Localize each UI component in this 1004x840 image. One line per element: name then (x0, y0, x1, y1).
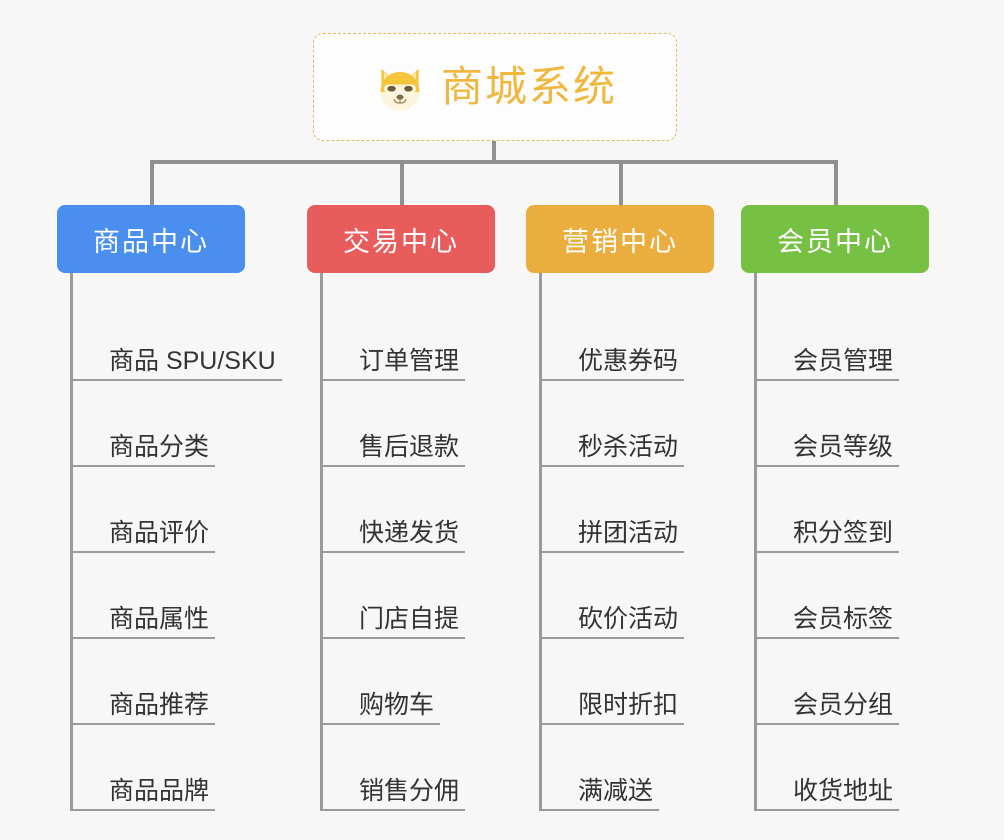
leaf-label: 秒杀活动 (578, 432, 679, 461)
leaf-label: 会员分组 (793, 690, 894, 719)
branch-member-center: 会员中心 会员管理 会员等级 积分签到 会员标签 会员分组 (741, 205, 929, 811)
leaf-label: 收货地址 (793, 776, 894, 805)
category-label: 营销中心 (562, 226, 678, 257)
list-item[interactable]: 售后退款 (323, 381, 495, 467)
branch-product-center: 商品中心 商品 SPU/SKU 商品分类 商品评价 商品属性 商品推荐 (57, 205, 282, 811)
leaf-label: 砍价活动 (578, 604, 679, 633)
list-item[interactable]: 商品品牌 (73, 725, 282, 811)
leaf-underline (542, 551, 684, 553)
leaf-underline (323, 637, 465, 639)
connector-root-stem (492, 141, 496, 164)
shiba-dog-emoji (373, 60, 427, 114)
connector-horizontal-bus (150, 160, 838, 164)
category-label: 商品中心 (93, 226, 209, 257)
branch-trade-center: 交易中心 订单管理 售后退款 快递发货 门店自提 购物车 (307, 205, 495, 811)
connector-drop-member-center (834, 160, 838, 205)
leaf-underline (757, 637, 899, 639)
leaf-underline (73, 379, 282, 381)
leaf-label: 商品 SPU/SKU (109, 346, 276, 375)
list-item[interactable]: 秒杀活动 (542, 381, 714, 467)
category-label: 会员中心 (777, 226, 893, 257)
leaf-underline (73, 809, 215, 811)
leaf-label: 商品评价 (109, 518, 210, 547)
leaf-underline (542, 379, 684, 381)
list-item[interactable]: 会员等级 (757, 381, 929, 467)
connector-drop-product-center (150, 160, 154, 205)
leaf-label: 优惠券码 (578, 346, 679, 375)
leaf-underline (542, 723, 684, 725)
leaf-label: 会员管理 (793, 346, 894, 375)
leaf-label: 商品品牌 (109, 776, 210, 805)
leaf-label: 购物车 (359, 690, 435, 719)
root-title: 商城系统 (440, 63, 617, 110)
list-item[interactable]: 购物车 (323, 639, 495, 725)
list-item[interactable]: 商品属性 (73, 553, 282, 639)
leaf-underline (73, 465, 215, 467)
leaf-label: 门店自提 (359, 604, 460, 633)
list-item[interactable]: 商品 SPU/SKU (73, 295, 282, 381)
list-item[interactable]: 积分签到 (757, 467, 929, 553)
list-item[interactable]: 限时折扣 (542, 639, 714, 725)
leaf-underline (323, 809, 465, 811)
leaf-label: 会员标签 (793, 604, 894, 633)
leaf-underline (73, 637, 215, 639)
list-item[interactable]: 优惠券码 (542, 295, 714, 381)
leaf-label: 销售分佣 (359, 776, 460, 805)
category-header-member-center[interactable]: 会员中心 (741, 205, 929, 273)
list-item[interactable]: 会员管理 (757, 295, 929, 381)
list-item[interactable]: 商品分类 (73, 381, 282, 467)
list-item[interactable]: 销售分佣 (323, 725, 495, 811)
list-item[interactable]: 订单管理 (323, 295, 495, 381)
leaf-underline (323, 551, 465, 553)
list-item[interactable]: 快递发货 (323, 467, 495, 553)
leaf-underline (542, 465, 684, 467)
leaf-underline (73, 551, 215, 553)
leaf-underline (73, 723, 215, 725)
leaf-label: 订单管理 (359, 346, 460, 375)
leaf-label: 积分签到 (793, 518, 894, 547)
leaf-label: 商品分类 (109, 432, 210, 461)
root-node[interactable]: 商城系统 (313, 33, 677, 141)
leaf-underline (757, 465, 899, 467)
leaf-label: 快递发货 (359, 518, 460, 547)
category-header-marketing-center[interactable]: 营销中心 (526, 205, 714, 273)
leaf-underline (323, 465, 465, 467)
leaf-label: 会员等级 (793, 432, 894, 461)
list-item[interactable]: 拼团活动 (542, 467, 714, 553)
leaf-underline (757, 723, 899, 725)
list-item[interactable]: 会员标签 (757, 553, 929, 639)
leaf-list-trade-center: 订单管理 售后退款 快递发货 门店自提 购物车 销售分佣 (320, 273, 495, 811)
leaf-underline (757, 809, 899, 811)
connector-drop-trade-center (400, 160, 404, 205)
leaf-underline (323, 379, 465, 381)
leaf-underline (757, 551, 899, 553)
leaf-list-marketing-center: 优惠券码 秒杀活动 拼团活动 砍价活动 限时折扣 满减送 (539, 273, 714, 811)
category-header-trade-center[interactable]: 交易中心 (307, 205, 495, 273)
category-header-product-center[interactable]: 商品中心 (57, 205, 245, 273)
leaf-list-product-center: 商品 SPU/SKU 商品分类 商品评价 商品属性 商品推荐 商品品牌 (70, 273, 282, 811)
leaf-label: 拼团活动 (578, 518, 679, 547)
leaf-underline (323, 723, 440, 725)
category-label: 交易中心 (343, 226, 459, 257)
branch-marketing-center: 营销中心 优惠券码 秒杀活动 拼团活动 砍价活动 限时折扣 (526, 205, 714, 811)
list-item[interactable]: 商品评价 (73, 467, 282, 553)
leaf-label: 商品属性 (109, 604, 210, 633)
list-item[interactable]: 商品推荐 (73, 639, 282, 725)
leaf-underline (542, 809, 659, 811)
leaf-label: 商品推荐 (109, 690, 210, 719)
list-item[interactable]: 砍价活动 (542, 553, 714, 639)
list-item[interactable]: 满减送 (542, 725, 714, 811)
list-item[interactable]: 门店自提 (323, 553, 495, 639)
leaf-underline (757, 379, 899, 381)
leaf-underline (542, 637, 684, 639)
leaf-label: 售后退款 (359, 432, 460, 461)
connector-drop-marketing-center (619, 160, 623, 205)
leaf-list-member-center: 会员管理 会员等级 积分签到 会员标签 会员分组 收货地址 (754, 273, 929, 811)
leaf-label: 满减送 (578, 776, 654, 805)
list-item[interactable]: 会员分组 (757, 639, 929, 725)
leaf-label: 限时折扣 (578, 690, 679, 719)
list-item[interactable]: 收货地址 (757, 725, 929, 811)
